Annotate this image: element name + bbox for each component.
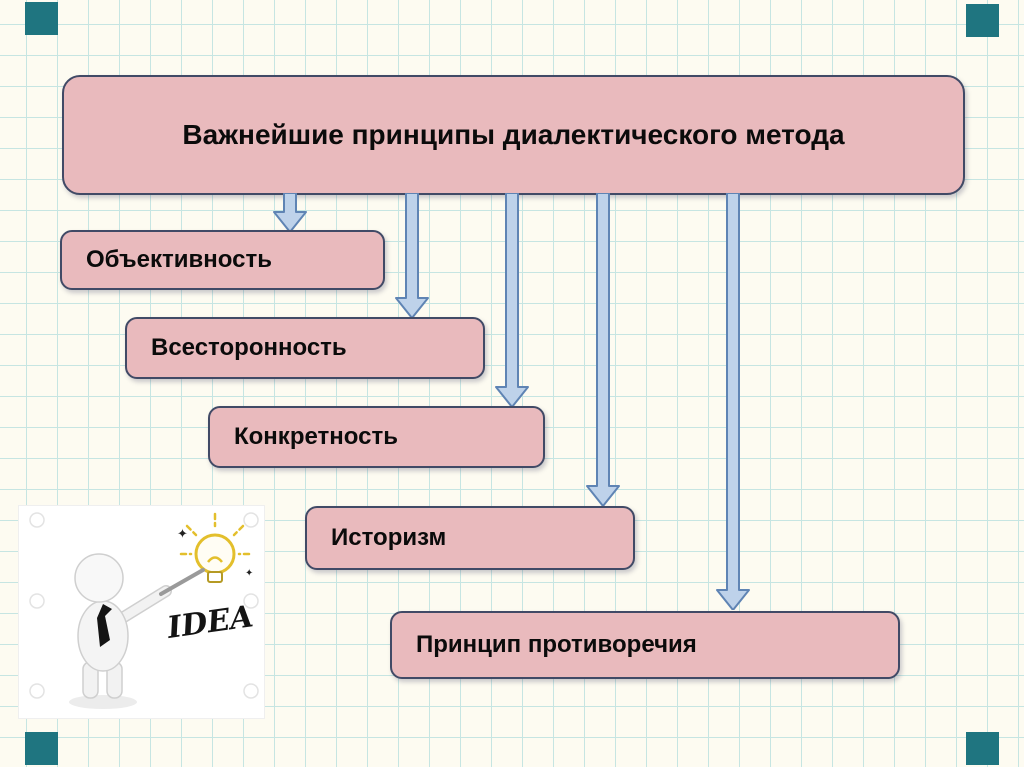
flow-arrow-3	[495, 193, 529, 407]
figure-and-lightbulb-graphic: ✦ ✦ IDEA	[29, 512, 259, 709]
stock-illustration: ✦ ✦ IDEA	[18, 505, 265, 719]
flow-arrow-1	[273, 193, 307, 232]
sparkle-icon: ✦	[177, 526, 188, 541]
flow-arrow-2	[395, 193, 429, 318]
principle-box-contradiction: Принцип противоречия	[390, 611, 900, 679]
principle-box-historicism: Историзм	[305, 506, 635, 570]
necktie-shape	[97, 604, 112, 647]
slide-title: Важнейшие принципы диалектического метод…	[62, 75, 965, 195]
idea-caption: IDEA	[164, 599, 255, 646]
corner-decoration-top-right	[966, 4, 999, 37]
flow-arrow-5	[716, 193, 750, 610]
watermark-icons	[29, 512, 259, 699]
figure-graphic	[69, 553, 205, 709]
principle-box-comprehensiveness: Всесторонность	[125, 317, 485, 379]
principle-box-objectivity: Объективность	[60, 230, 385, 290]
lightbulb-icon: ✦ ✦	[177, 512, 253, 583]
corner-decoration-bottom-left	[25, 732, 58, 765]
corner-decoration-top-left	[25, 2, 58, 35]
flow-arrow-4	[586, 193, 620, 506]
corner-decoration-bottom-right	[966, 732, 999, 765]
principle-box-concreteness: Конкретность	[208, 406, 545, 468]
sparkle-icon: ✦	[245, 568, 253, 579]
